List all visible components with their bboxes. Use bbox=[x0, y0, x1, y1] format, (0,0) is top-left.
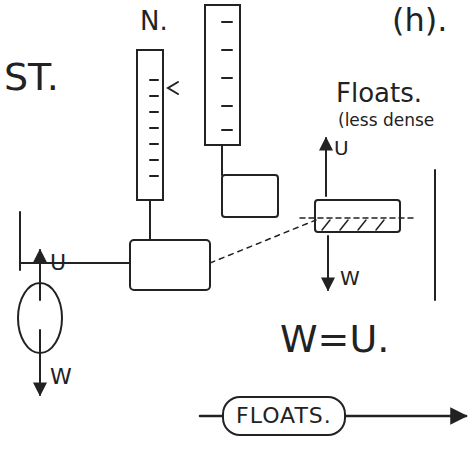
container-wall bbox=[434, 170, 436, 300]
rounded-box: FLOATS. bbox=[222, 396, 346, 436]
force-label: W bbox=[50, 366, 72, 388]
force-label: U bbox=[50, 252, 66, 274]
equation: W=U. bbox=[280, 320, 389, 358]
scale-ticks bbox=[150, 80, 158, 176]
water-line bbox=[210, 220, 316, 263]
hatching bbox=[322, 220, 384, 230]
scale-ticks bbox=[222, 22, 232, 130]
water-line bbox=[300, 217, 415, 219]
hanging-block bbox=[130, 240, 210, 290]
note: (less dense bbox=[338, 112, 434, 129]
upthrust-arrow bbox=[325, 138, 327, 196]
hanging-block bbox=[222, 175, 278, 217]
container-wall bbox=[19, 212, 21, 270]
force-label: W bbox=[340, 268, 360, 288]
upthrust-arrow bbox=[39, 250, 41, 300]
heading-fragment: ST. bbox=[4, 58, 59, 96]
scale-label: N. bbox=[140, 8, 168, 34]
lead-line bbox=[200, 415, 222, 418]
string bbox=[149, 200, 151, 240]
part-label: (h). bbox=[392, 4, 447, 36]
force-label: U bbox=[334, 138, 349, 158]
lead-arrow bbox=[346, 415, 466, 418]
spring-balance bbox=[205, 5, 240, 145]
pointer bbox=[168, 82, 178, 94]
water-line bbox=[20, 262, 130, 264]
weight-arrow bbox=[39, 330, 41, 395]
note: Floats. bbox=[336, 80, 422, 106]
string bbox=[221, 145, 223, 175]
spring-balance bbox=[137, 50, 163, 200]
weight-arrow bbox=[327, 236, 329, 290]
box-text: FLOATS. bbox=[236, 404, 332, 428]
floating-block bbox=[315, 200, 400, 232]
